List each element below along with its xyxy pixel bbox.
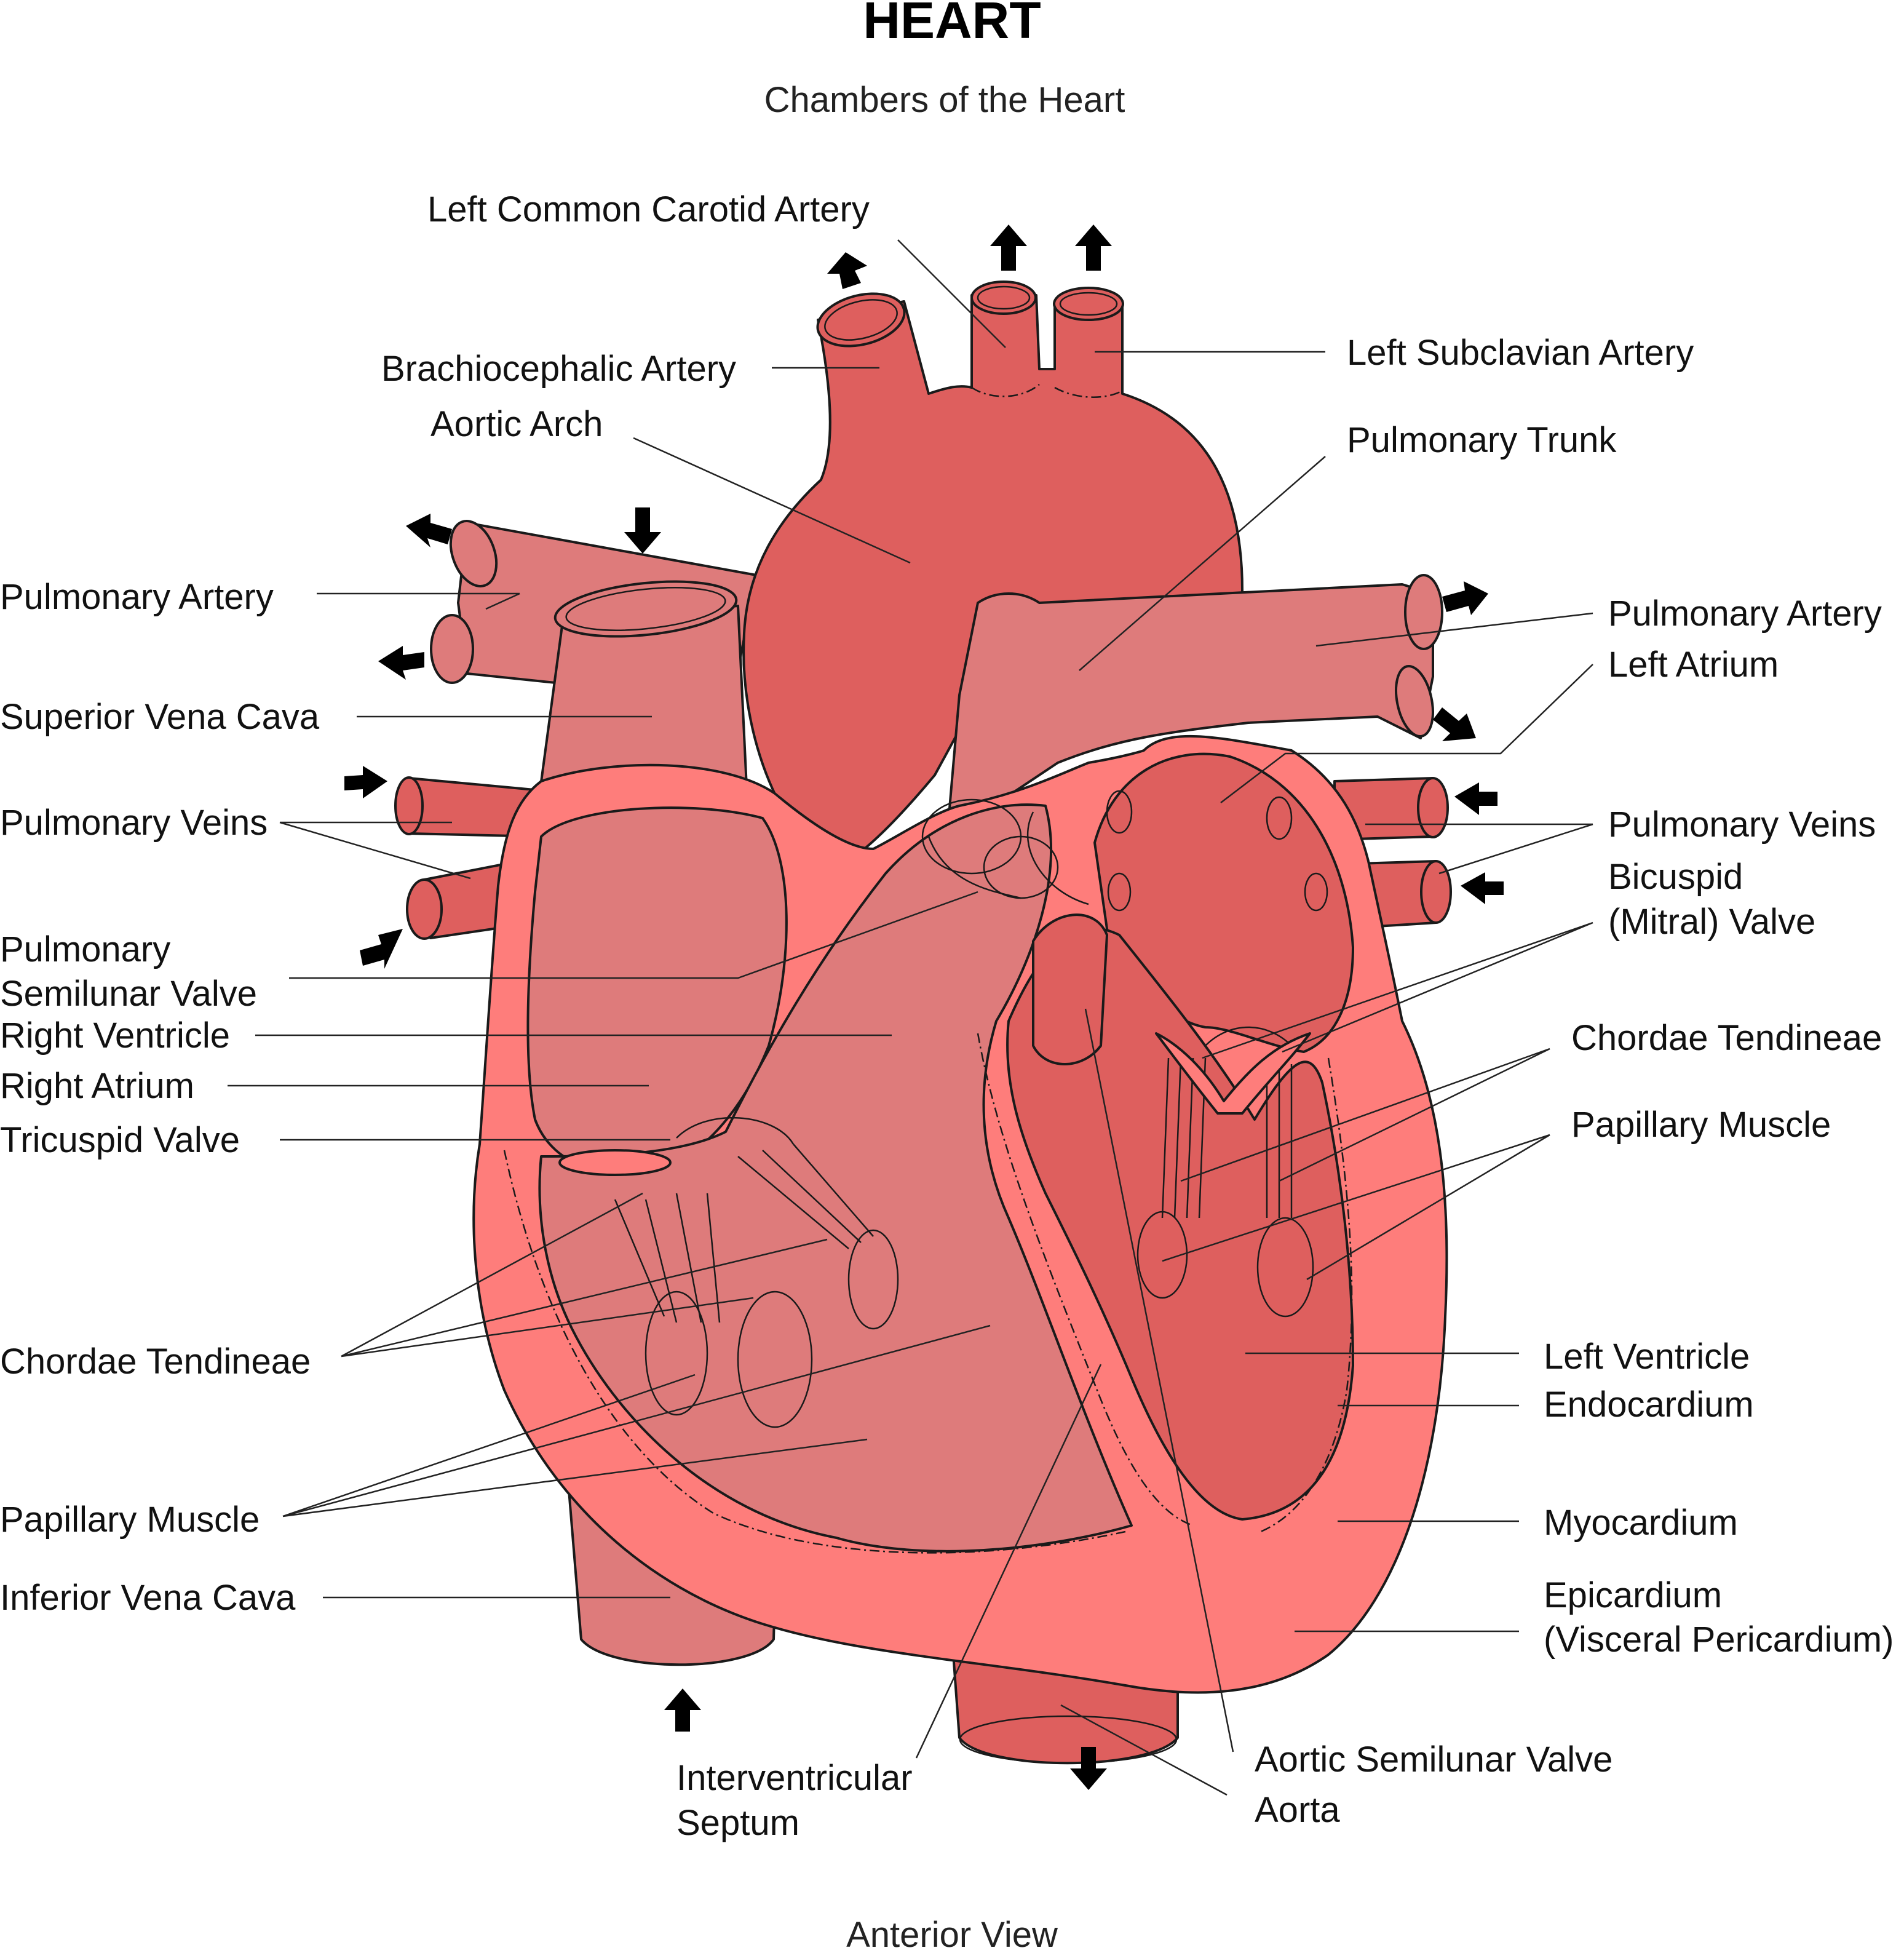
label-pulmonary-trunk: Pulmonary Trunk: [1347, 420, 1617, 460]
label-aortic-arch: Aortic Arch: [430, 404, 603, 444]
leader-lines: [228, 239, 1593, 1796]
label-left-subclavian-artery: Left Subclavian Artery: [1347, 333, 1694, 373]
arrow-icon: [1442, 581, 1488, 615]
label-epicardium-line-2: (Visceral Pericardium): [1544, 1620, 1894, 1660]
arrow-icon: [360, 929, 403, 969]
heart-illustration: [394, 280, 1452, 1765]
label-bicuspid-line-2: (Mitral) Valve: [1608, 902, 1815, 942]
label-chordae-tendineae-left: Chordae Tendineae: [1571, 1018, 1882, 1058]
label-chordae-tendineae-right: Chordae Tendineae: [0, 1342, 311, 1382]
view-caption: Anterior View: [846, 1915, 1058, 1953]
arrow-icon: [990, 225, 1027, 271]
flow-arrows: [344, 225, 1504, 1790]
label-pulmonary-veins-left: Pulmonary Veins: [0, 803, 268, 843]
label-inferior-vena-cava: Inferior Vena Cava: [0, 1578, 296, 1618]
pulmonary-semilunar-valve: [921, 798, 1059, 899]
arrow-icon: [1070, 1747, 1107, 1790]
label-papillary-muscle-right: Papillary Muscle: [0, 1500, 260, 1540]
label-left-common-carotid-artery: Left Common Carotid Artery: [427, 189, 870, 229]
arrow-icon: [1454, 782, 1497, 815]
label-superior-vena-cava: Superior Vena Cava: [0, 697, 320, 737]
arrow-icon: [406, 514, 452, 547]
label-pulmonary-semilunar-line-2: Semilunar Valve: [0, 974, 257, 1014]
label-left-ventricle: Left Ventricle: [1544, 1337, 1750, 1377]
label-pulmonary-artery-right: Pulmonary Artery: [1608, 594, 1882, 634]
label-endocardium: Endocardium: [1544, 1385, 1754, 1425]
arrow-icon: [1075, 225, 1112, 271]
label-tricuspid-valve: Tricuspid Valve: [0, 1120, 240, 1160]
label-pulmonary-semilunar-line-1: Pulmonary: [0, 929, 170, 969]
labels: Left Common Carotid Artery Brachiocephal…: [0, 189, 1894, 1843]
label-pulmonary-veins-right: Pulmonary Veins: [1608, 805, 1876, 845]
label-aortic-semilunar-valve: Aortic Semilunar Valve: [1255, 1740, 1612, 1780]
label-pulmonary-artery-left: Pulmonary Artery: [0, 577, 274, 617]
label-epicardium-line-1: Epicardium: [1544, 1575, 1722, 1615]
label-interventricular-line-1: Interventricular: [676, 1758, 913, 1798]
label-interventricular-line-2: Septum: [676, 1803, 799, 1843]
pulmonary-trunk: [946, 583, 1434, 838]
right-papillary-chordae: [614, 1144, 899, 1428]
arrow-icon: [378, 646, 424, 680]
arrow-icon: [1433, 707, 1476, 741]
tricuspid-valve: [558, 1149, 672, 1176]
arrow-icon: [664, 1688, 701, 1732]
label-right-ventricle: Right Ventricle: [0, 1016, 230, 1056]
label-myocardium: Myocardium: [1544, 1503, 1738, 1543]
label-left-atrium: Left Atrium: [1608, 645, 1779, 685]
diagram-title: HEART: [863, 0, 1041, 49]
arrow-icon: [827, 252, 867, 289]
arrow-icon: [344, 766, 387, 798]
bicuspid-valve: [1155, 1032, 1311, 1115]
aortic-semilunar-valve: [1032, 913, 1108, 1065]
label-papillary-muscle-left: Papillary Muscle: [1571, 1105, 1831, 1145]
label-right-atrium: Right Atrium: [0, 1066, 194, 1106]
label-brachiocephalic-artery: Brachiocephalic Artery: [381, 349, 736, 389]
label-aorta: Aorta: [1255, 1790, 1340, 1830]
arrow-icon: [1461, 872, 1504, 904]
label-bicuspid-line-1: Bicuspid: [1608, 857, 1743, 897]
arrow-icon: [624, 507, 661, 554]
right-atrium-chamber: [526, 806, 788, 1175]
diagram-subtitle: Chambers of the Heart: [764, 80, 1125, 120]
